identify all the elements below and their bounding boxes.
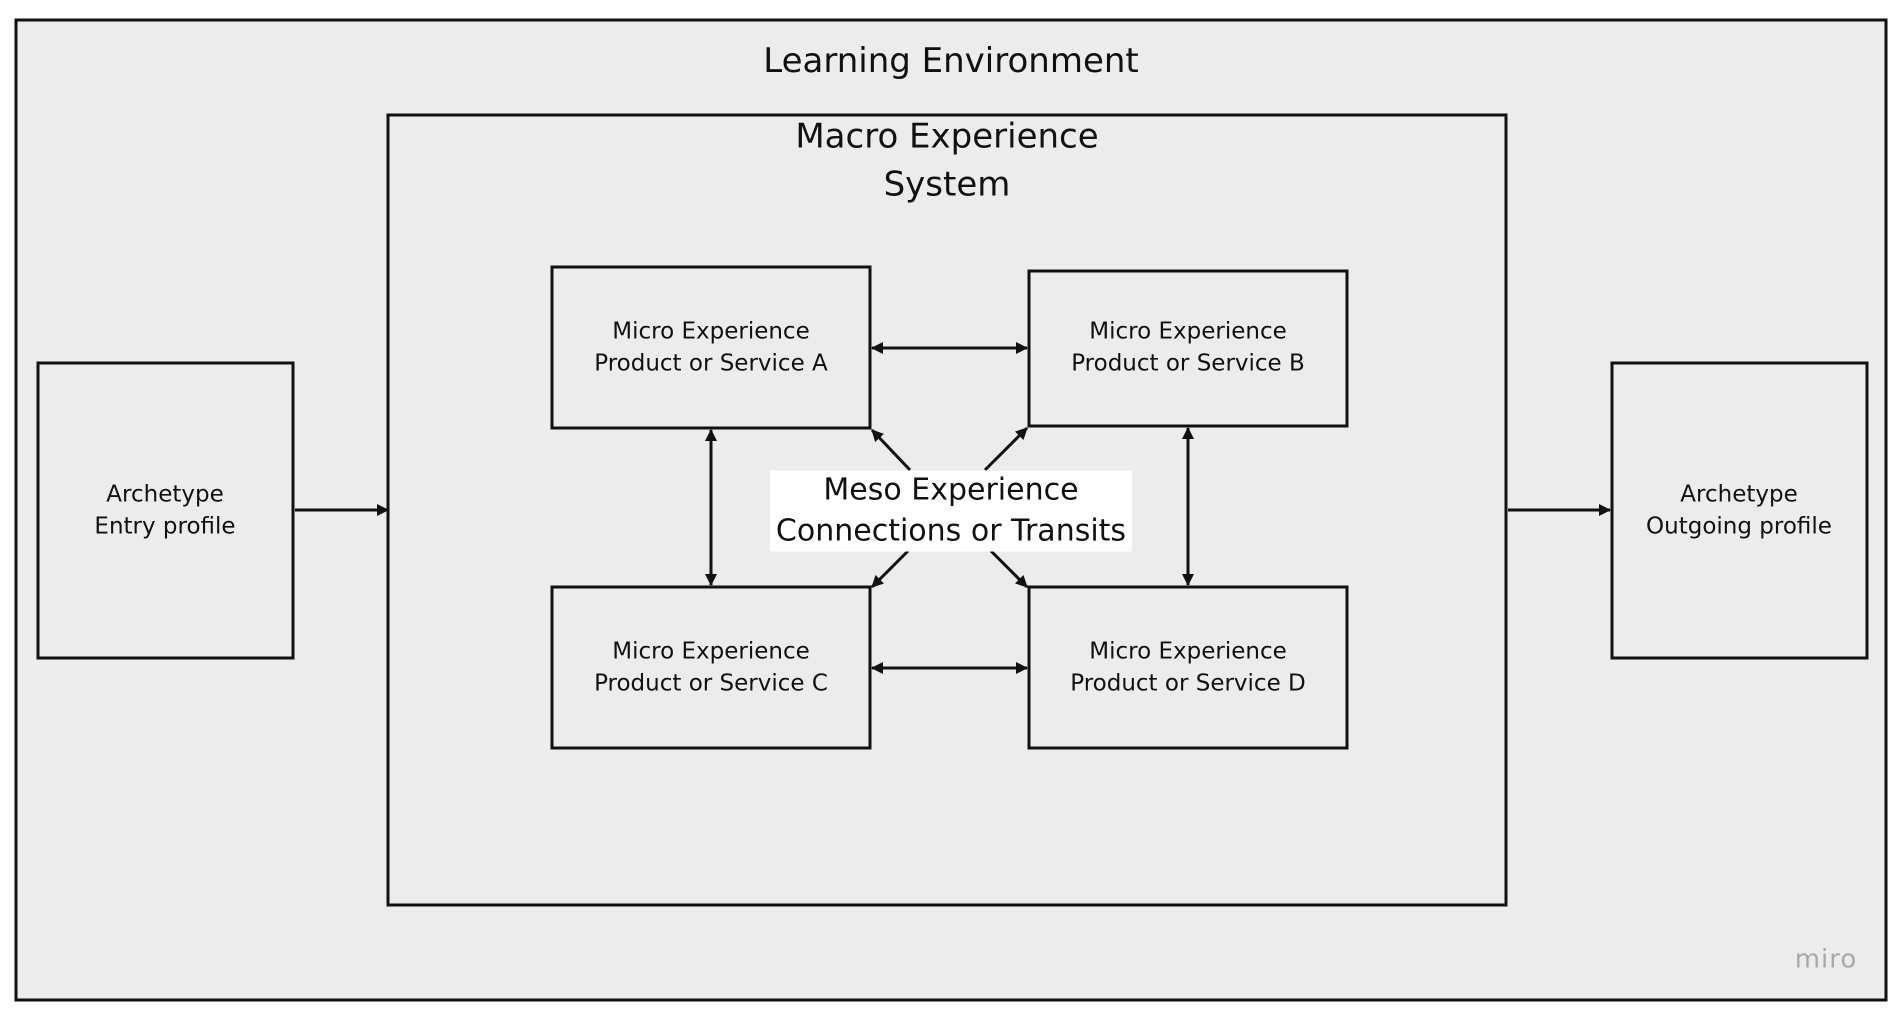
micro-b-line1: Micro Experience [1089, 318, 1287, 345]
micro-b-box [1027, 269, 1349, 428]
micro-c-line1: Micro Experience [612, 638, 810, 665]
micro-d-line2: Product or Service D [1070, 670, 1306, 696]
learning-environment-title: Learning Environment [763, 41, 1139, 82]
micro-d-label: Micro Experience Product or Service D [1070, 636, 1306, 699]
micro-c-label: Micro Experience Product or Service C [594, 636, 828, 699]
entry-line1: Archetype [106, 481, 224, 508]
outgoing-profile-box [1610, 361, 1869, 660]
meso-line2: Connections or Transits [769, 511, 1133, 552]
meso-to-d-arrow [989, 549, 1029, 589]
micro-a-box [550, 265, 872, 430]
micro-b-line2: Product or Service B [1071, 350, 1305, 376]
outgoing-line1: Archetype [1680, 481, 1798, 508]
entry-profile-label: Archetype Entry profile [94, 479, 235, 542]
outgoing-line2: Outgoing profile [1646, 513, 1832, 539]
macro-system-title: Macro Experience System [795, 113, 1098, 210]
micro-a-line2: Product or Service A [594, 350, 828, 376]
miro-watermark: miro [1794, 944, 1858, 975]
micro-d-line1: Micro Experience [1089, 638, 1287, 665]
micro-d-box [1027, 585, 1349, 750]
meso-to-a-arrow [870, 428, 912, 472]
outgoing-profile-label: Archetype Outgoing profile [1646, 479, 1832, 542]
meso-to-c-arrow [870, 549, 910, 589]
entry-line2: Entry profile [94, 513, 236, 539]
meso-to-b-arrow [983, 426, 1029, 472]
micro-c-line2: Product or Service C [594, 670, 828, 696]
macro-title-line1: Macro Experience [795, 116, 1099, 157]
meso-experience-label: Meso Experience Connections or Transits [769, 470, 1133, 552]
micro-a-line1: Micro Experience [612, 318, 810, 345]
micro-c-box [550, 585, 872, 750]
meso-line1: Meso Experience [769, 470, 1133, 511]
micro-a-label: Micro Experience Product or Service A [594, 316, 828, 379]
entry-profile-box [36, 361, 295, 660]
macro-title-line2: System [883, 165, 1011, 205]
micro-b-label: Micro Experience Product or Service B [1071, 316, 1305, 379]
